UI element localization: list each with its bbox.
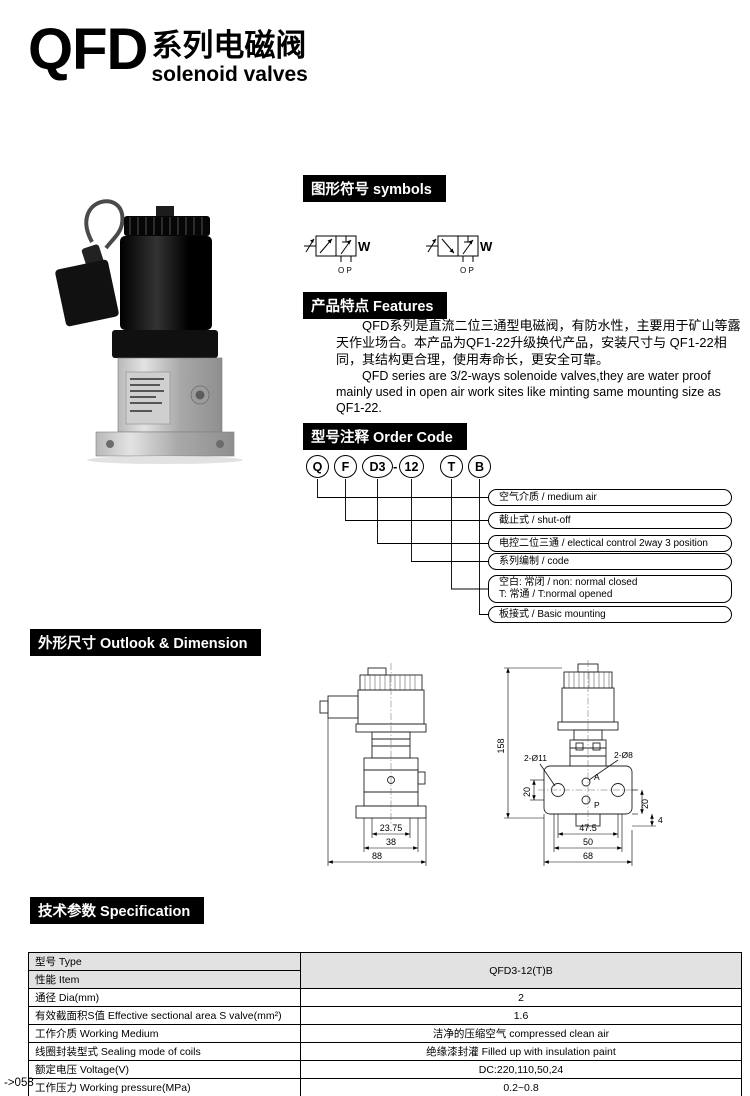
section-header-specification: 技术参数 Specification (30, 897, 205, 924)
valve-symbol-2 (426, 235, 479, 262)
order-code-box-series-code: 系列编制 / code (488, 553, 732, 570)
title-english: solenoid valves (151, 63, 308, 86)
dim-label-step: 4 (658, 815, 663, 825)
dim-label-side-right: 20 (640, 799, 650, 809)
port-p-label: P (594, 800, 600, 810)
spec-item-label: 性能 Item (28, 970, 301, 989)
order-code-connector-lines (317, 479, 488, 615)
order-code-box-mounting: 板接式 / Basic mounting (488, 606, 732, 623)
code-part-q: Q (306, 455, 329, 478)
title-series-code: QFD (28, 17, 148, 82)
code-part-t: T (440, 455, 463, 478)
port-a-label: A (594, 772, 600, 782)
product-photo (55, 199, 243, 464)
title-chinese: 系列电磁阀 (151, 28, 307, 63)
code-separator: - (393, 459, 398, 474)
coil-flange (112, 330, 218, 358)
dimension-drawing: 23.75 38 88 (319, 660, 663, 866)
order-code-box-shutoff: 截止式 / shut-off (488, 512, 732, 529)
code-part-12: 12 (399, 455, 424, 478)
valve-symbol-1 (304, 235, 357, 262)
spring-label: W (358, 239, 371, 254)
dim-label-side-left: 20 (522, 787, 532, 797)
specification-table: 型号 Type QFD3-12(T)B 性能 Item 通径 Dia(mm) 2… (28, 952, 742, 1096)
table-row: 有效截面积S值 Effective sectional area S valve… (28, 1006, 742, 1025)
coil-body (120, 236, 212, 330)
page-number: ->058 (4, 1077, 34, 1089)
section-header-features: 产品特点 Features (303, 292, 448, 319)
dim-label-holes-small: 2-Ø8 (614, 750, 633, 760)
order-code-box-normal-state: 空白: 常闭 / non: normal closed T: 常通 / T:no… (488, 575, 732, 603)
table-row: 型号 Type QFD3-12(T)B (28, 952, 742, 989)
dim-label: 68 (583, 851, 593, 861)
valve-symbols-diagram: W O P W O P (304, 235, 493, 275)
connector-box (55, 259, 119, 327)
table-row: 工作介质 Working Medium 洁净的压缩空气 compressed c… (28, 1024, 742, 1043)
features-paragraph-en: QFD series are 3/2-ways solenoide valves… (336, 369, 721, 415)
spec-model-value: QFD3-12(T)B (300, 952, 742, 989)
dim-label: 23.75 (380, 823, 403, 833)
table-row: 通径 Dia(mm) 2 (28, 988, 742, 1007)
dim-label: 88 (372, 851, 382, 861)
front-view (539, 663, 633, 827)
code-part-f: F (334, 455, 357, 478)
cable-loop (84, 199, 125, 250)
page-title: QFD 系列电磁阀 solenoid valves (28, 17, 308, 86)
port-labels: O P (460, 266, 474, 275)
spec-type-label: 型号 Type (28, 952, 301, 971)
port-labels: O P (338, 266, 352, 275)
side-view (319, 667, 427, 819)
section-header-symbols: 图形符号 symbols (303, 175, 446, 202)
dim-label: 38 (386, 837, 396, 847)
table-row: 线圈封装型式 Sealing mode of coils 绝缘漆封灌 Fille… (28, 1042, 742, 1061)
table-row: 工作压力 Working pressure(MPa) 0.2~0.8 (28, 1078, 742, 1096)
dim-label: 50 (583, 837, 593, 847)
dim-label-height: 158 (496, 738, 506, 753)
features-text: QFD系列是直流二位三通型电磁阀，有防水性，主要用于矿山等露天作业场合。本产品为… (336, 317, 743, 416)
code-part-b: B (468, 455, 491, 478)
features-paragraph-cn: QFD系列是直流二位三通型电磁阀，有防水性，主要用于矿山等露天作业场合。本产品为… (336, 318, 741, 367)
table-row: 额定电压 Voltage(V) DC:220,110,50,24 (28, 1060, 742, 1079)
order-code-box-control-type: 电控二位三通 / electical control 2way 3 positi… (488, 535, 732, 552)
table-row: 性能 Item (28, 970, 742, 989)
base-plate (95, 431, 235, 457)
dim-label-holes-large: 2-Ø11 (524, 753, 547, 763)
code-part-d3: D3 (362, 455, 393, 478)
section-header-outlook: 外形尺寸 Outlook & Dimension (30, 629, 262, 656)
spring-label: W (480, 239, 493, 254)
dim-label: 47.5 (579, 823, 597, 833)
coil-ribbed-cap (124, 216, 210, 236)
section-header-order-code: 型号注释 Order Code (303, 423, 467, 450)
order-code-box-medium: 空气介质 / medium air (488, 489, 732, 506)
